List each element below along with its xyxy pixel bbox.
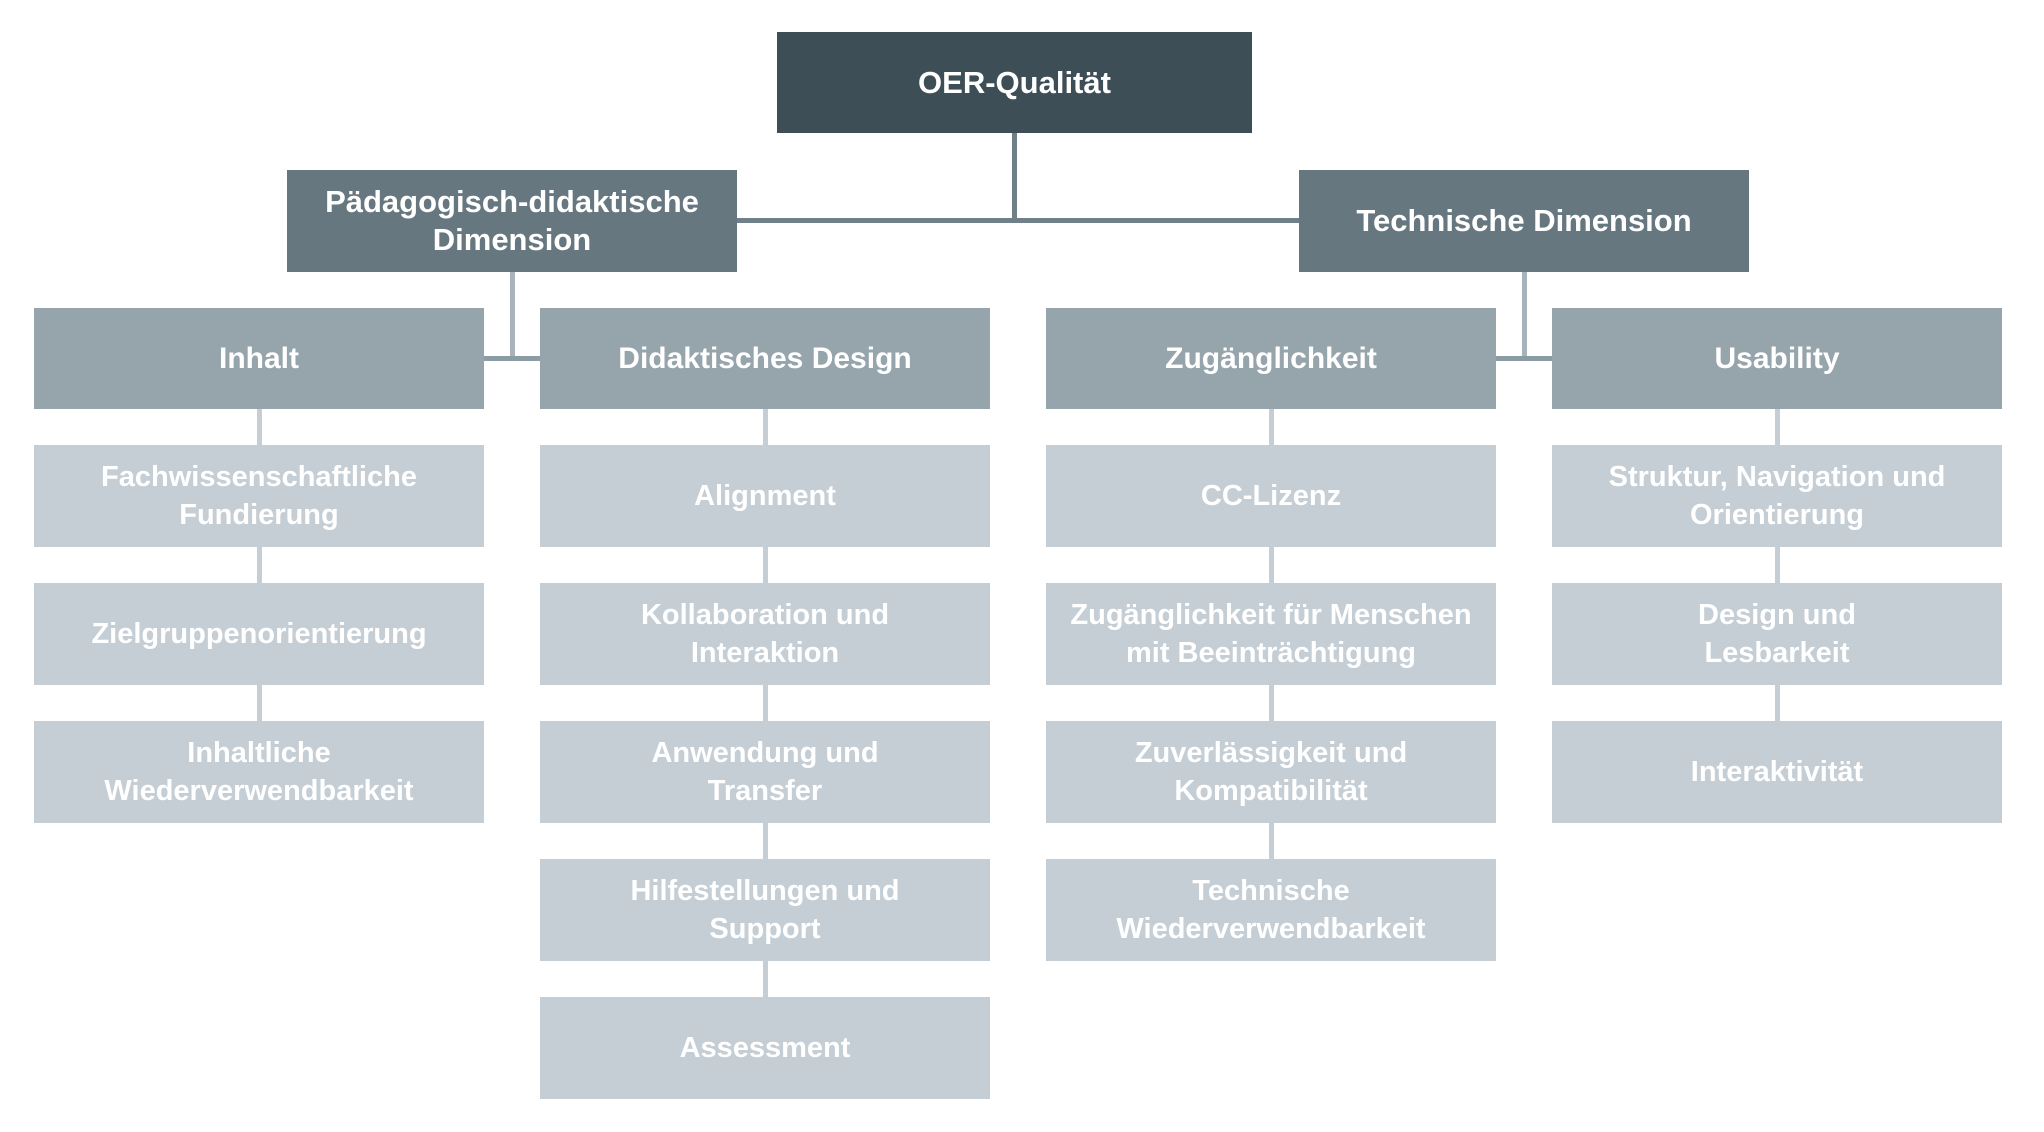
connector-usability-seg-3 [1775,685,1780,721]
node-zuverlaessigkeit-und-kompatibilitaet: Zuverlässigkeit und Kompatibilität [1046,721,1496,823]
node-zugaenglichkeit-fuer-menschen: Zugänglichkeit für Menschen mit Beeinträ… [1046,583,1496,685]
node-inhaltliche-wiederverwendbarkeit: Inhaltliche Wiederverwendbarkeit [34,721,484,823]
connector-zugang-seg-2 [1269,547,1274,583]
connector-didaktik-seg-5 [763,961,768,997]
connector-zugang-seg-3 [1269,685,1274,721]
connector-usability-seg-1 [1775,409,1780,445]
node-inhalt: Inhalt [34,308,484,409]
connector-zugang-seg-4 [1269,823,1274,859]
node-technische-wiederverwendbarkeit: Technische Wiederverwendbarkeit [1046,859,1496,961]
connector-usability-seg-2 [1775,547,1780,583]
node-paedagogisch-didaktische-dimension: Pädagogisch-didaktische Dimension [287,170,737,272]
connector-didaktik-seg-2 [763,547,768,583]
node-didaktisches-design: Didaktisches Design [540,308,990,409]
node-assessment: Assessment [540,997,990,1099]
node-oer-qualitaet: OER-Qualität [777,32,1252,133]
node-zielgruppenorientierung: Zielgruppenorientierung [34,583,484,685]
node-zugaenglichkeit: Zugänglichkeit [1046,308,1496,409]
node-hilfestellungen-und-support: Hilfestellungen und Support [540,859,990,961]
node-cc-lizenz: CC-Lizenz [1046,445,1496,547]
node-fachwissenschaftliche-fundierung: Fachwissenschaftliche Fundierung [34,445,484,547]
node-anwendung-und-transfer: Anwendung und Transfer [540,721,990,823]
connector-inhalt-seg-1 [257,409,262,445]
connector-zugang-seg-1 [1269,409,1274,445]
node-alignment: Alignment [540,445,990,547]
node-kollaboration-und-interaktion: Kollaboration und Interaktion [540,583,990,685]
node-struktur-navigation-orientierung: Struktur, Navigation und Orientierung [1552,445,2002,547]
connector-inhalt-seg-3 [257,685,262,721]
connector-junction-right-horizontal [1496,356,1552,361]
connector-junction-left-horizontal [484,356,540,361]
node-technische-dimension: Technische Dimension [1299,170,1749,272]
node-interaktivitaet: Interaktivität [1552,721,2002,823]
connector-root-vertical [1012,133,1017,218]
connector-technisch-vertical [1522,272,1527,356]
connector-dimensions-horizontal [737,218,1299,223]
connector-didaktik-seg-4 [763,823,768,859]
node-usability: Usability [1552,308,2002,409]
node-design-und-lesbarkeit: Design und Lesbarkeit [1552,583,2002,685]
connector-paedagogisch-vertical [510,272,515,356]
connector-inhalt-seg-2 [257,547,262,583]
connector-didaktik-seg-3 [763,685,768,721]
connector-didaktik-seg-1 [763,409,768,445]
